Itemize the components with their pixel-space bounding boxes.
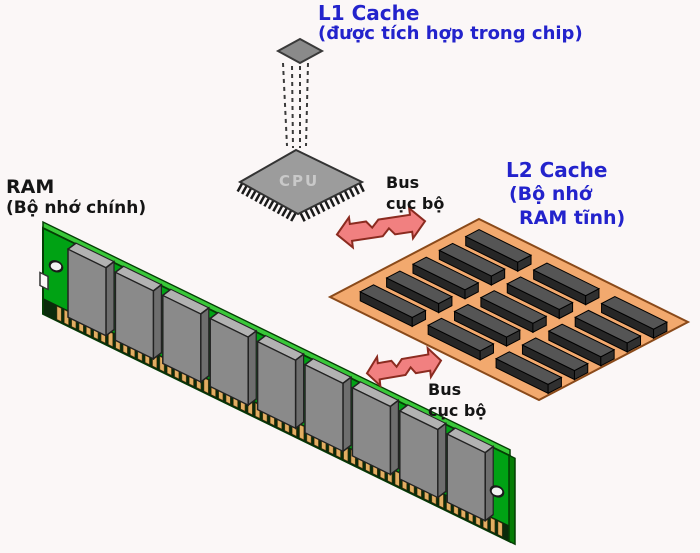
cpu-chip-body	[237, 148, 365, 216]
l2-chips	[359, 229, 669, 395]
ram-title: RAM	[6, 176, 55, 198]
l1-chip-diamond	[275, 37, 325, 65]
l2-cache-subtitle-line1: (Bộ nhớ	[509, 183, 592, 205]
ram-mounting-hole-right	[489, 485, 505, 498]
bus-arrow-ram-l2	[367, 348, 441, 385]
l2-cache-board	[327, 217, 691, 402]
bus-ram-l2-line2: cục bộ	[428, 401, 487, 420]
l2-cache-subtitle-line2: RAM tĩnh)	[519, 207, 626, 229]
ram-chips	[66, 242, 495, 523]
ram-label: RAM (Bộ nhớ chính)	[6, 176, 146, 218]
l2-cache-label: L2 Cache (Bộ nhớ RAM tĩnh)	[506, 158, 625, 230]
ram-end-edge	[508, 454, 516, 546]
l1-cache-title: L1 Cache	[318, 1, 420, 25]
ram-mounting-hole-left	[48, 260, 64, 273]
cpu-label: CPU	[279, 172, 320, 190]
bus-label-ram-l2: Bus cục bộ	[428, 379, 486, 421]
bus-cpu-l2-line1: Bus	[386, 173, 420, 192]
ram-module	[39, 220, 516, 546]
projection-dashed-lines	[282, 62, 309, 149]
ram-key-notch	[39, 271, 49, 291]
l2-cache-title: L2 Cache	[506, 158, 608, 182]
ram-subtitle: (Bộ nhớ chính)	[6, 198, 147, 218]
bus-arrow-cpu-l2	[337, 208, 425, 247]
l1-cache-label: L1 Cache (được tích hợp trong chip)	[318, 3, 583, 44]
cpu-pins	[236, 182, 365, 222]
l1-cache-subtitle: (được tích hợp trong chip)	[318, 23, 583, 44]
bus-ram-l2-line1: Bus	[428, 380, 462, 399]
bus-cpu-l2-line2: cục bộ	[386, 194, 445, 213]
cpu-chip	[236, 148, 365, 222]
bus-label-cpu-l2: Bus cục bộ	[386, 172, 444, 214]
